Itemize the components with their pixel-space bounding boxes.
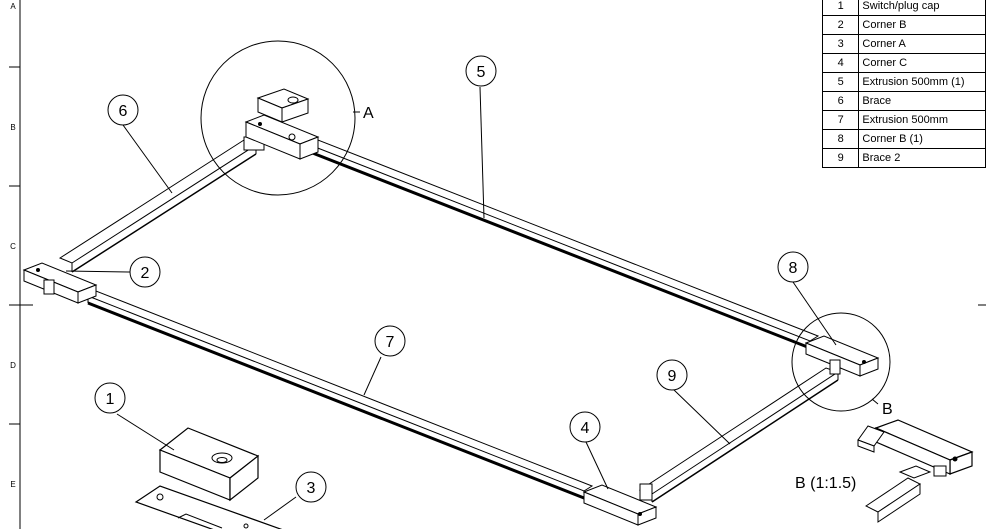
detail-circles xyxy=(200,40,891,412)
brace-9 xyxy=(638,367,840,503)
zone-label-a: A xyxy=(10,2,16,11)
bom-item-number: 9 xyxy=(821,148,860,168)
detail-a-label: A xyxy=(363,105,374,122)
balloon-3 xyxy=(295,471,327,503)
balloon-7 xyxy=(374,325,406,357)
zone-label-d: D xyxy=(10,361,16,370)
zone-label-e: E xyxy=(10,480,15,489)
bom-item-number: 5 xyxy=(821,72,860,92)
balloon-5 xyxy=(465,55,497,87)
balloon-3-text: 3 xyxy=(307,480,316,497)
frame-assembly xyxy=(58,136,840,503)
detail-b-caption: B (1:1.5) xyxy=(795,475,856,492)
bom-description: Extrusion 500mm xyxy=(858,110,986,130)
bom-item-number: 4 xyxy=(821,53,860,73)
corner-c-bottom xyxy=(582,484,658,526)
bom-description: Corner B (1) xyxy=(858,129,986,149)
bom-item-number: 2 xyxy=(821,15,860,35)
extrusion-5 xyxy=(308,139,820,350)
balloon-2 xyxy=(129,256,161,288)
balloon-4-text: 4 xyxy=(581,420,590,437)
corner-a-top xyxy=(244,88,320,160)
bom-description: Corner A xyxy=(858,34,986,54)
balloon-9-text: 9 xyxy=(668,368,677,385)
balloon-4 xyxy=(569,411,601,443)
bom-item-number: 1 xyxy=(821,0,860,16)
zone-labels: A B C D E xyxy=(10,2,16,489)
bom-description: Switch/plug cap xyxy=(858,0,986,16)
drawing-border xyxy=(9,0,986,529)
bom-item-number: 8 xyxy=(821,129,860,149)
balloon-8-text: 8 xyxy=(789,260,798,277)
leader-lines xyxy=(65,86,837,521)
balloon-6 xyxy=(107,94,139,126)
corner-pieces xyxy=(22,88,974,529)
balloon-6-text: 6 xyxy=(119,103,128,120)
bom-item-number: 3 xyxy=(821,34,860,54)
balloon-7-text: 7 xyxy=(386,334,395,351)
bom-item-number: 6 xyxy=(821,91,860,111)
corner-b1-right xyxy=(804,335,880,377)
bom-description: Brace 2 xyxy=(858,148,986,168)
detail-a-circle xyxy=(200,40,356,196)
corner-a-exploded xyxy=(134,485,283,529)
bom-description: Extrusion 500mm (1) xyxy=(858,72,986,92)
balloons xyxy=(94,55,809,503)
zone-label-c: C xyxy=(10,242,16,251)
balloon-1 xyxy=(94,382,126,414)
balloon-5-text: 5 xyxy=(477,64,486,81)
brace-6 xyxy=(58,136,265,273)
balloon-numbers: 1 2 3 4 5 6 7 8 9 xyxy=(106,64,798,497)
bom-item-number: 7 xyxy=(821,110,860,130)
switch-plug-cap-exploded xyxy=(158,427,260,502)
corner-b-left xyxy=(22,262,98,304)
bom-description: Corner C xyxy=(858,53,986,73)
detail-b-circle xyxy=(791,312,891,412)
balloon-1-text: 1 xyxy=(106,391,115,408)
detail-b-label: B xyxy=(882,401,893,418)
balloon-8 xyxy=(777,251,809,283)
detail-labels: A B B (1:1.5) xyxy=(363,105,893,492)
bom-description: Corner B xyxy=(858,15,986,35)
bom-description: Brace xyxy=(858,91,986,111)
balloon-2-text: 2 xyxy=(141,265,150,282)
zone-label-b: B xyxy=(10,123,15,132)
detail-b-view xyxy=(857,419,974,523)
balloon-9 xyxy=(656,359,688,391)
